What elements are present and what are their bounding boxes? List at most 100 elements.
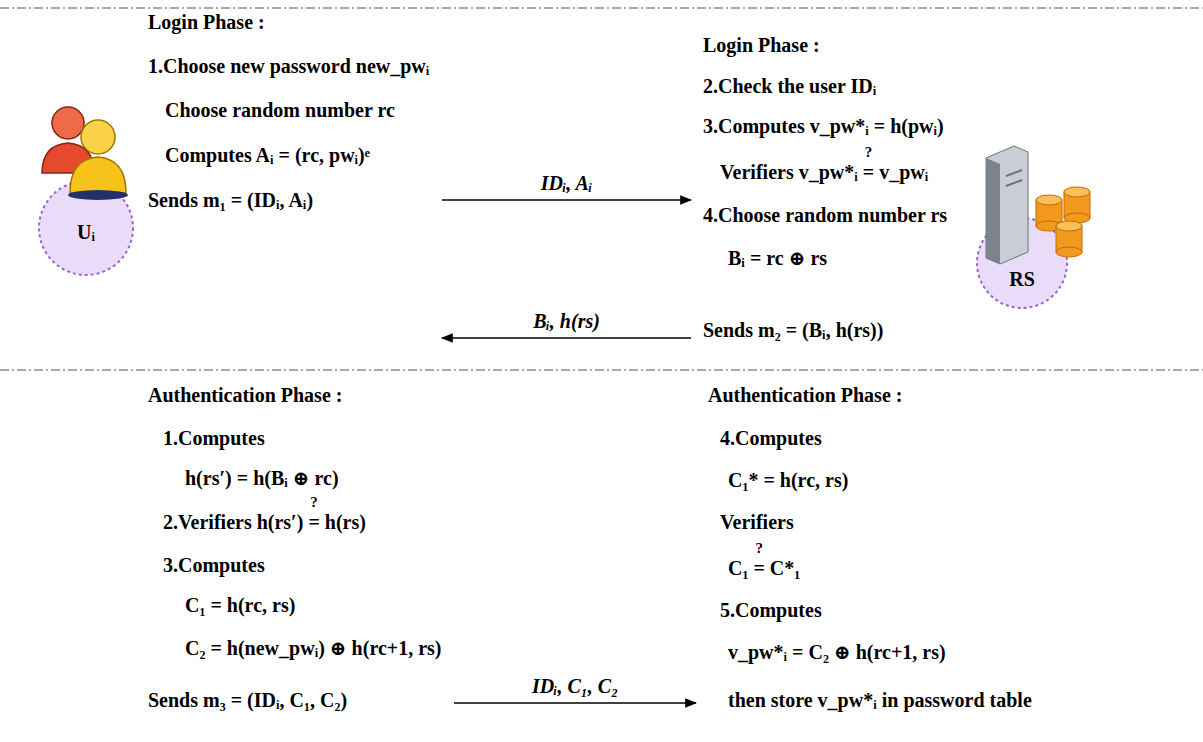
- database-cylinder: [1064, 187, 1090, 197]
- text-line: Login Phase :: [703, 32, 820, 58]
- text-line: C₁ = h(rc, rs): [185, 592, 295, 618]
- database-cylinder: [1056, 221, 1082, 231]
- text-line: Sends m₂ = (Bᵢ, h(rs)): [703, 317, 883, 343]
- message-label-box: IDᵢ, C₁, C₂: [529, 673, 621, 699]
- protocol-step: h(rs′) = h(Bᵢ ⊕ rc): [185, 467, 339, 489]
- protocol-step: 5.Computes: [720, 599, 822, 621]
- protocol-step: 4.Computes: [720, 427, 822, 449]
- text-line: v_pw*ᵢ = C₂ ⊕ h(rc+1, rs): [728, 639, 946, 665]
- protocol-step: Verifiers v_pw*ᵢ: [720, 161, 858, 183]
- phase-heading: Authentication Phase :: [148, 384, 342, 406]
- protocol-step: Bᵢ = rc ⊕ rs: [728, 247, 827, 269]
- protocol-step: 3.Computes: [163, 554, 265, 576]
- text-line: Authentication Phase :: [708, 382, 902, 408]
- text-line: then store v_pw*ᵢ in password table: [728, 687, 1032, 713]
- text-line: 1.Computes: [163, 425, 265, 451]
- person-shadow: [68, 190, 128, 200]
- protocol-step: v_pw*ᵢ = C₂ ⊕ h(rc+1, rs): [728, 641, 946, 663]
- protocol-step: Computes Aᵢ = (rc, pwᵢ)ᵉ: [165, 144, 370, 166]
- message-arrow: [442, 337, 691, 339]
- node-label: Uᵢ: [77, 221, 95, 243]
- protocol-step: C₂ = h(new_pwᵢ) ⊕ h(rc+1, rs): [185, 637, 441, 659]
- message-label-box: Bᵢ, h(rs): [530, 308, 603, 334]
- verify-operator: =?: [308, 509, 319, 535]
- equals-sign: =: [753, 557, 764, 579]
- server-auth-steps: Authentication Phase : 4.ComputesC₁* = h(…: [704, 378, 1036, 717]
- protocol-step: 1.Choose new password new_pwᵢ: [148, 55, 429, 77]
- text-line: 4.Computes: [720, 425, 822, 451]
- person-body: [70, 157, 126, 193]
- protocol-step: then store v_pw*ᵢ in password table: [728, 689, 1032, 711]
- equals-sign: =: [863, 161, 874, 183]
- text-line: Verifiers: [720, 509, 794, 535]
- verify-operator: =?: [753, 555, 764, 581]
- user-icon: [30, 95, 142, 280]
- database-cylinder: [1036, 195, 1062, 205]
- protocol-step: Sends m₃ = (IDᵢ, C₁, C₂): [148, 689, 347, 711]
- server-slot: [1006, 170, 1022, 176]
- message-arrow: [442, 199, 691, 201]
- server-tower: [986, 146, 1028, 264]
- text-line: 5.Computes: [720, 597, 822, 623]
- text-line: h(rs′) = h(Bᵢ ⊕ rc): [185, 465, 339, 491]
- protocol-step: 2.Check the user IDᵢ: [703, 75, 876, 97]
- protocol-step: Choose random number rc: [165, 99, 395, 121]
- text-line: 4.Choose random number rs: [703, 202, 947, 228]
- phase-heading: Authentication Phase :: [708, 384, 902, 406]
- text-line: Choose random number rc: [165, 97, 395, 123]
- message-label: Bᵢ, h(rs): [533, 310, 600, 332]
- message-label: IDᵢ, Aᵢ: [541, 172, 593, 194]
- text-line: Sends m₃ = (IDᵢ, C₁, C₂): [148, 687, 347, 713]
- protocol-step: C*₁: [770, 557, 800, 579]
- node-label-row: Uᵢ: [30, 219, 142, 245]
- user-login-steps: Login Phase : 1.Choose new password new_p…: [144, 5, 434, 217]
- message-label: IDᵢ, C₁, C₂: [532, 675, 618, 697]
- person-head: [52, 107, 84, 139]
- text-line: 3.Computes v_pw*ᵢ = h(pwᵢ): [703, 113, 944, 139]
- equals-sign: =: [308, 511, 319, 533]
- protocol-step: Sends m₁ = (IDᵢ, Aᵢ): [148, 189, 313, 211]
- text-line: Sends m₁ = (IDᵢ, Aᵢ): [148, 187, 313, 213]
- protocol-step: Sends m₂ = (Bᵢ, h(rs)): [703, 319, 883, 341]
- protocol-step: C₁ = h(rc, rs): [185, 594, 295, 616]
- protocol-step: C₁* = h(rc, rs): [728, 469, 848, 491]
- node-label: RS: [1009, 268, 1035, 290]
- phase-heading: Login Phase :: [148, 11, 265, 33]
- question-mark: ?: [310, 495, 318, 510]
- server-side: [986, 158, 1000, 264]
- server-slot: [1006, 180, 1022, 186]
- text-line: Computes Aᵢ = (rc, pwᵢ)ᵉ: [165, 142, 370, 168]
- user-circle: [39, 181, 133, 275]
- protocol-step: Verifiers: [720, 511, 794, 533]
- question-mark: ?: [865, 145, 873, 160]
- protocol-step: 1.Computes: [163, 427, 265, 449]
- protocol-step: C₁: [728, 557, 748, 579]
- server-node: RS: [964, 140, 1104, 315]
- phase-heading: Login Phase :: [703, 34, 820, 56]
- server-login-steps: Login Phase : 2.Check the user IDᵢ 3.Compu…: [699, 28, 952, 347]
- text-line: Bᵢ = rc ⊕ rs: [728, 245, 827, 271]
- dash-dot-separator: [0, 369, 1203, 370]
- node-label-row: RS: [964, 266, 1080, 292]
- protocol-step: 2.Verifiers h(rs′): [163, 511, 303, 533]
- text-line: C₁=? C*₁: [728, 555, 800, 581]
- text-line: 3.Computes: [163, 552, 265, 578]
- dash-dot-separator: [0, 7, 1203, 8]
- user-node: Uᵢ: [30, 95, 142, 280]
- text-line: Authentication Phase :: [148, 382, 342, 408]
- text-line: 1.Choose new password new_pwᵢ: [148, 53, 429, 79]
- protocol-step: v_pwᵢ: [879, 161, 928, 183]
- text-line: C₂ = h(new_pwᵢ) ⊕ h(rc+1, rs): [185, 635, 441, 661]
- protocol-step: h(rs): [325, 511, 366, 533]
- protocol-step: 4.Choose random number rs: [703, 204, 947, 226]
- database-cylinder: [1056, 247, 1082, 257]
- verify-operator: =?: [863, 159, 874, 185]
- protocol-step: 3.Computes v_pw*ᵢ = h(pwᵢ): [703, 115, 944, 137]
- text-line: C₁* = h(rc, rs): [728, 467, 848, 493]
- message-label-box: IDᵢ, Aᵢ: [538, 170, 596, 196]
- question-mark: ?: [755, 541, 763, 556]
- user-auth-steps: Authentication Phase : 1.Computes h(rs′) =…: [144, 378, 446, 717]
- message-arrow: [454, 702, 696, 704]
- person-head: [81, 120, 115, 154]
